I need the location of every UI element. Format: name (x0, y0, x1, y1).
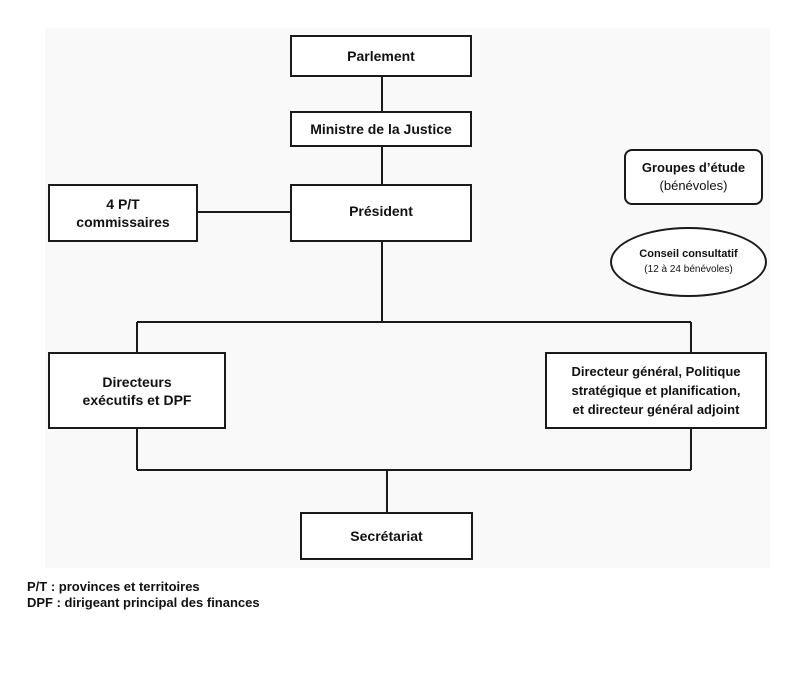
node-directeurs-label: Directeurs exécutifs et DPF (82, 373, 192, 408)
node-directeur-general: Directeur général, Politique stratégique… (545, 352, 767, 429)
node-conseil-consultatif: Conseil consultatif (12 à 24 bénévoles) (610, 227, 767, 297)
node-president: Président (290, 184, 472, 242)
legend-pt: P/T : provinces et territoires (27, 579, 200, 594)
node-groupes-title: Groupes d’étude (641, 160, 746, 175)
node-groupes-sub: (bénévoles) (659, 178, 728, 193)
node-ministre-justice: Ministre de la Justice (290, 111, 472, 147)
node-secretariat: Secrétariat (300, 512, 473, 560)
node-ministre-label: Ministre de la Justice (310, 121, 452, 137)
node-conseil-sub: (12 à 24 bénévoles) (644, 264, 733, 275)
node-commissaires: 4 P/T commissaires (48, 184, 198, 242)
node-parlement: Parlement (290, 35, 472, 77)
node-parlement-label: Parlement (347, 48, 415, 64)
node-conseil-title: Conseil consultatif (639, 248, 738, 260)
node-secretariat-label: Secrétariat (350, 528, 423, 544)
node-groupes-etude: Groupes d’étude (bénévoles) (624, 149, 763, 205)
node-directeur-general-label: Directeur général, Politique stratégique… (571, 364, 741, 417)
node-president-label: Président (349, 203, 413, 219)
node-directeurs-executifs: Directeurs exécutifs et DPF (48, 352, 226, 429)
node-commissaires-label: 4 P/T commissaires (76, 196, 170, 230)
legend-dpf: DPF : dirigeant principal des finances (27, 595, 260, 610)
